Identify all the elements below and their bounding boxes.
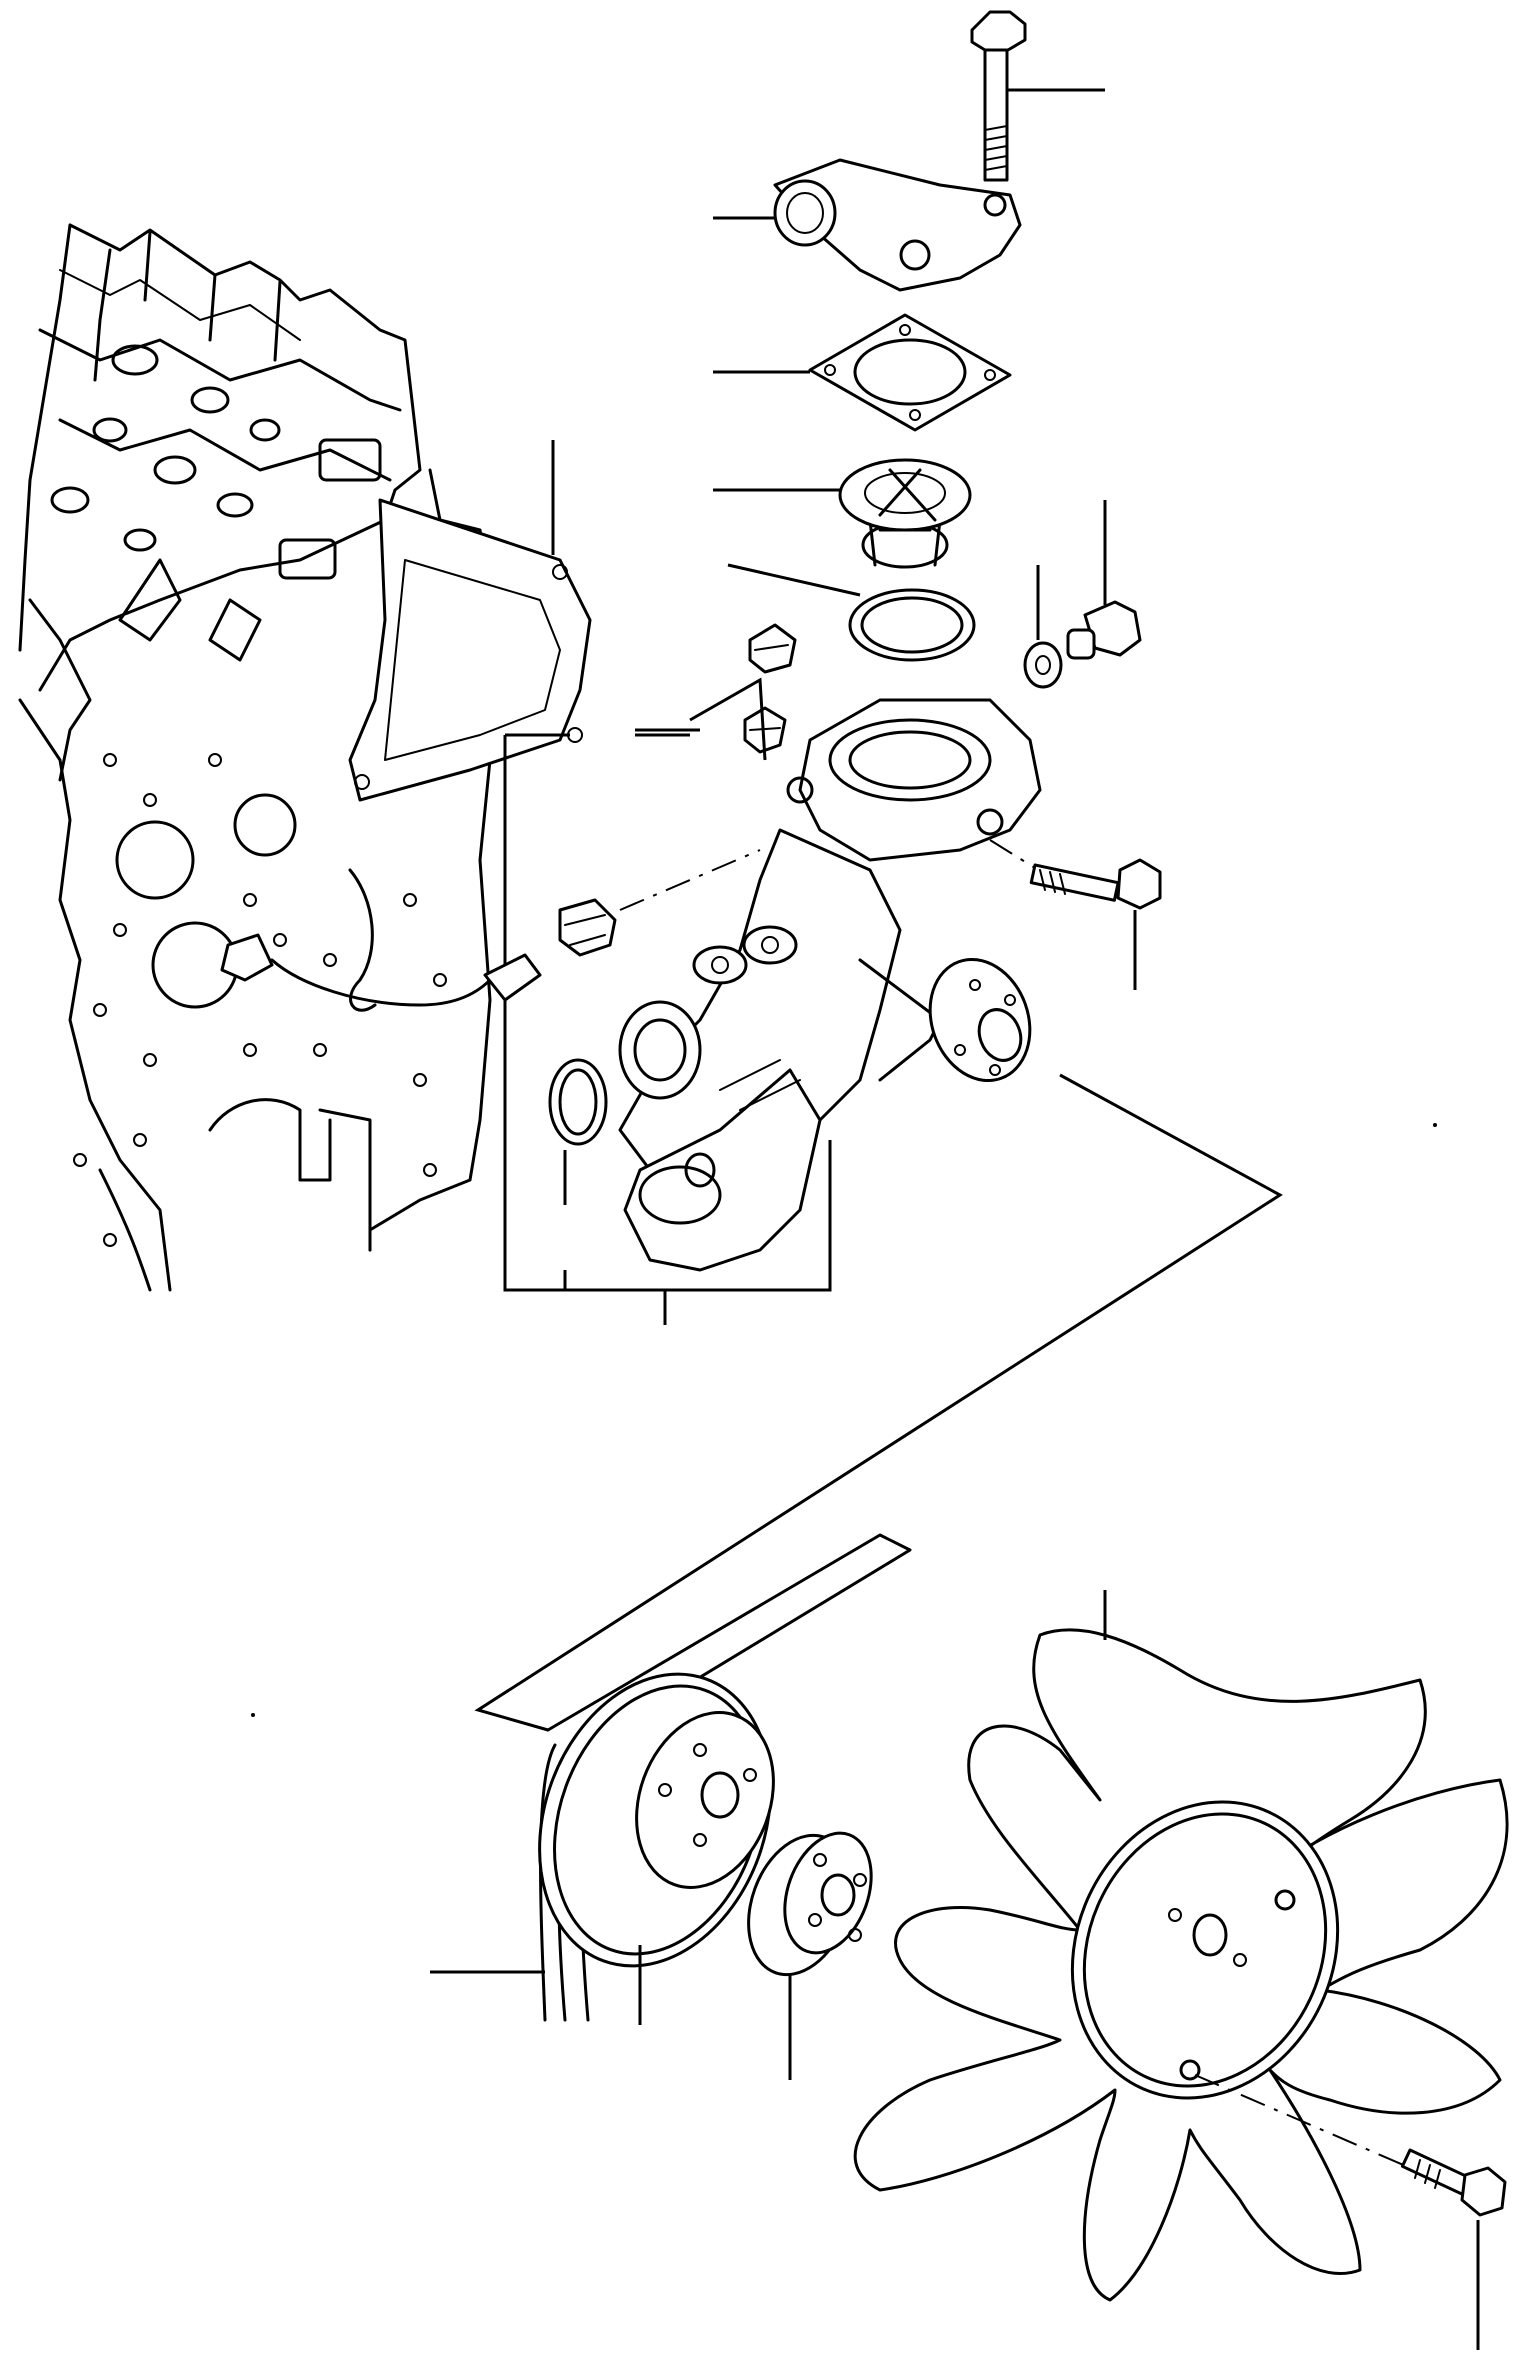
- scan-dot: [251, 1713, 255, 1717]
- pulley: [538, 1672, 775, 2025]
- drain-plug: [1066, 500, 1142, 660]
- pump-mounting-bolt: [989, 839, 1162, 990]
- pump-to-belt-leader: [474, 1073, 1283, 1732]
- outlet-gasket: [713, 313, 1012, 432]
- water-outlet-connector: [713, 158, 1022, 292]
- cooling-fan: [853, 1590, 1509, 2302]
- fan-spacer: [747, 1831, 873, 2080]
- plugs: [635, 623, 797, 761]
- temperature-sensor: [220, 849, 761, 1007]
- water-pump-assembly: [503, 698, 1042, 1325]
- scan-dot: [1433, 1123, 1437, 1127]
- plug-washer: [1023, 565, 1063, 689]
- thermostat: [713, 458, 972, 569]
- fan-bolt: [1400, 2148, 1507, 2350]
- thermostat-seal-ring: [727, 563, 976, 662]
- pump-gasket: [348, 440, 592, 802]
- o-ring: [548, 1058, 608, 1205]
- thermostat-housing-bolt: [970, 10, 1105, 182]
